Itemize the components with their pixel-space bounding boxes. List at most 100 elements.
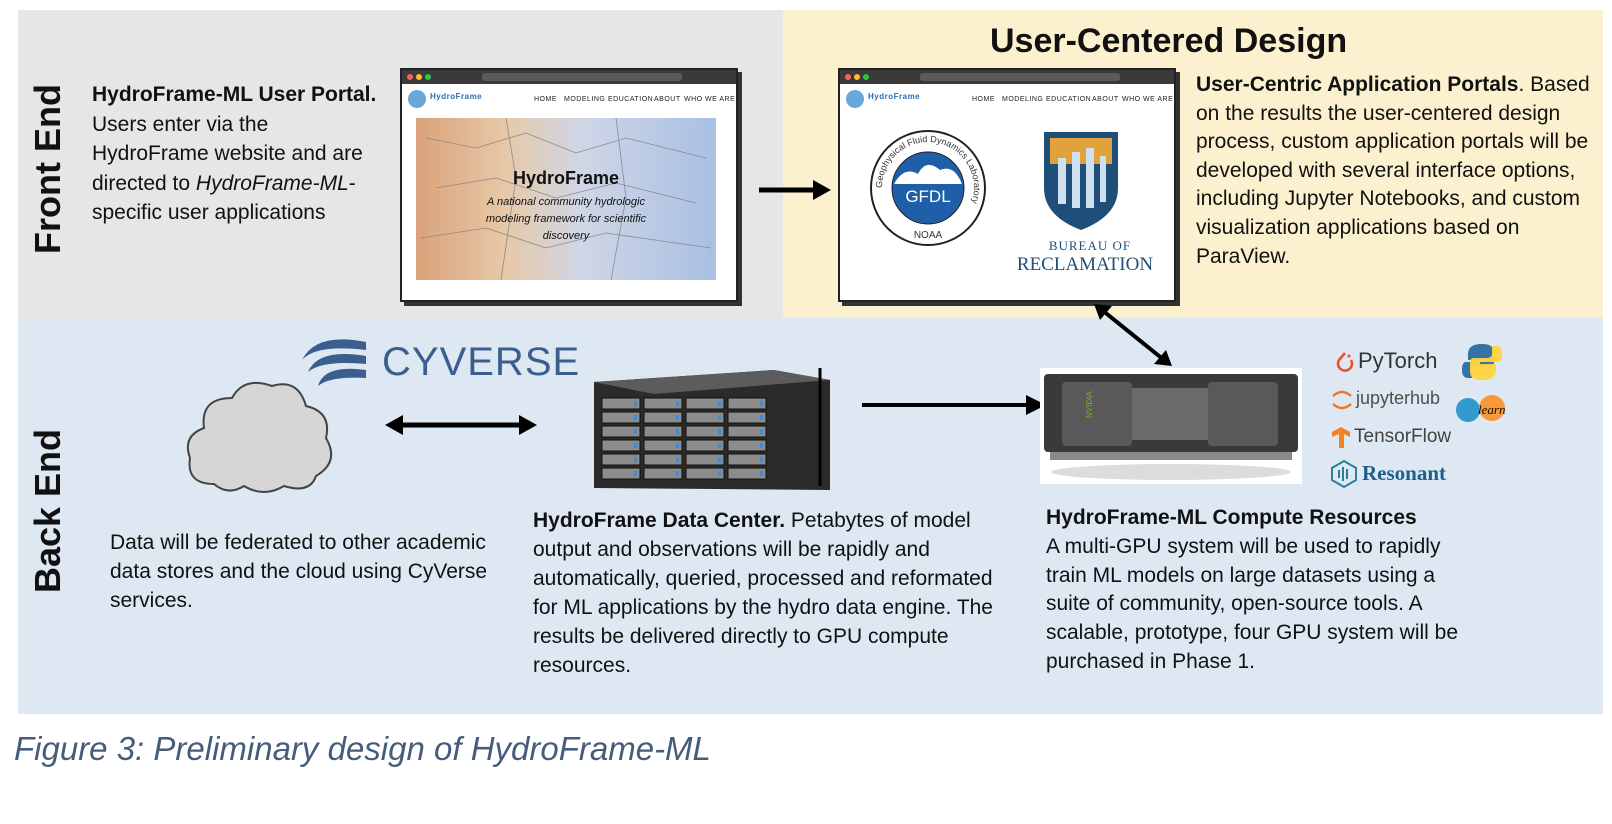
map-boundaries bbox=[420, 118, 712, 280]
portal-description: HydroFrame-ML User Portal. Users enter v… bbox=[92, 80, 377, 228]
drive-led bbox=[634, 415, 637, 420]
figure-caption: Figure 3: Preliminary design of HydroFra… bbox=[14, 730, 711, 767]
hero-subtitle: A national community hydrologic modeling… bbox=[485, 196, 647, 242]
bureau-line1: BUREAU OF bbox=[1048, 238, 1132, 253]
datacenter-title: HydroFrame Data Center. bbox=[533, 509, 786, 532]
bureau-shield-icon bbox=[1044, 132, 1118, 230]
back-end-label: Back End bbox=[27, 428, 68, 594]
resonant-label: Resonant bbox=[1362, 461, 1447, 485]
drive-bay bbox=[685, 439, 725, 452]
front-end-label: Front End bbox=[27, 84, 68, 254]
portal-nav-home: HOME bbox=[972, 96, 995, 103]
drive-led bbox=[718, 443, 721, 448]
jupyterhub-text: jupyterhub bbox=[1356, 388, 1441, 408]
drive-led bbox=[634, 471, 637, 476]
gfdl-noaa-seal: Geophysical Fluid Dynamics Laboratory GF… bbox=[870, 130, 986, 246]
drive-bay bbox=[727, 453, 767, 466]
application-portal-screenshot: HydroFrame HOME MODELING EDUCATION ABOUT… bbox=[838, 68, 1176, 302]
drive-bay bbox=[601, 453, 641, 466]
drive-bay bbox=[727, 397, 767, 410]
drive-led bbox=[634, 429, 637, 434]
portals-title: User-Centric Application Portals bbox=[1196, 73, 1519, 96]
hero-title: HydroFrame bbox=[512, 168, 620, 188]
drive-bay bbox=[685, 397, 725, 410]
drive-bay bbox=[643, 453, 683, 466]
drive-led bbox=[676, 415, 679, 420]
pytorch-label: PyTorch bbox=[1358, 348, 1438, 373]
drive-bay bbox=[643, 467, 683, 480]
drive-bay bbox=[685, 467, 725, 480]
drive-led bbox=[760, 457, 763, 462]
arrow-cloud-datacenter bbox=[385, 415, 537, 435]
drive-led bbox=[676, 443, 679, 448]
tensorflow-label: TensorFlow bbox=[1354, 426, 1452, 447]
drive-led bbox=[760, 443, 763, 448]
bureau-line2: RECLAMATION bbox=[1016, 254, 1154, 275]
portal-text-2: -specific user applications bbox=[92, 171, 356, 225]
hero-map: HydroFrame A national community hydrolog… bbox=[416, 118, 716, 280]
website-brand: HydroFrame bbox=[430, 92, 483, 101]
drive-bay bbox=[727, 439, 767, 452]
hydroframe-website-screenshot: HydroFrame HOME MODELING EDUCATION ABOUT… bbox=[400, 68, 738, 302]
compute-description: HydroFrame-ML Compute Resources A multi-G… bbox=[1046, 504, 1466, 677]
drive-led bbox=[634, 401, 637, 406]
drive-led bbox=[634, 457, 637, 462]
drive-bay bbox=[601, 425, 641, 438]
website-navbar: HydroFrame HOME MODELING EDUCATION ABOUT… bbox=[402, 84, 736, 116]
drive-bay bbox=[601, 397, 641, 410]
drive-led bbox=[718, 401, 721, 406]
ucd-heading: User-Centered Design bbox=[990, 22, 1348, 60]
learn-label: learn bbox=[1478, 402, 1506, 417]
portal-nav-modeling: MODELING bbox=[1002, 96, 1044, 103]
drive-bay bbox=[727, 411, 767, 424]
drive-led bbox=[718, 429, 721, 434]
drive-bay bbox=[601, 439, 641, 452]
portal-nav-about: ABOUT bbox=[1092, 96, 1119, 103]
compute-title: HydroFrame-ML Compute Resources bbox=[1046, 506, 1417, 529]
drive-led bbox=[760, 415, 763, 420]
arrow-website-to-portals bbox=[759, 180, 831, 200]
hydroframe-drop-icon bbox=[408, 90, 426, 108]
drive-bay bbox=[643, 425, 683, 438]
drive-led bbox=[718, 457, 721, 462]
jupyter-icon bbox=[1332, 390, 1352, 410]
gpu-system-image: NVIDIA bbox=[1040, 368, 1302, 484]
portals-description: User-Centric Application Portals. Based … bbox=[1196, 71, 1591, 271]
scikit-learn-icon bbox=[1456, 395, 1505, 422]
drive-bay bbox=[685, 425, 725, 438]
portal-title: HydroFrame-ML User Portal. bbox=[92, 83, 377, 106]
drive-bay bbox=[601, 467, 641, 480]
drive-led bbox=[676, 429, 679, 434]
drive-led bbox=[676, 457, 679, 462]
nav-about: ABOUT bbox=[654, 96, 681, 103]
arrow-datacenter-to-gpu bbox=[862, 395, 1046, 415]
drive-led bbox=[676, 471, 679, 476]
datacenter-description: HydroFrame Data Center. Petabytes of mod… bbox=[533, 506, 993, 680]
portal-text-1: Users enter via the HydroFrame website a… bbox=[92, 112, 363, 195]
python-icon bbox=[1462, 344, 1502, 380]
gfdl-bottom-text: NOAA bbox=[914, 230, 943, 241]
drive-bay bbox=[727, 467, 767, 480]
drive-led bbox=[760, 401, 763, 406]
drive-led bbox=[760, 429, 763, 434]
drive-led bbox=[634, 443, 637, 448]
drive-bay bbox=[685, 453, 725, 466]
drive-bay bbox=[685, 411, 725, 424]
nvidia-logo-text: NVIDIA bbox=[1085, 391, 1094, 418]
drive-bay bbox=[601, 411, 641, 424]
hydroframe-drop-icon-2 bbox=[846, 90, 864, 108]
datacenter-text: Petabytes of model output and observatio… bbox=[533, 509, 993, 677]
portal-brand: HydroFrame bbox=[868, 92, 921, 101]
cyverse-swoosh-icon bbox=[302, 339, 366, 386]
jupyterhub-label: jupyterhub bbox=[1356, 388, 1440, 409]
portal-nav-who-we-are: WHO WE ARE bbox=[1122, 96, 1174, 103]
drive-bay bbox=[643, 411, 683, 424]
arrow-portals-gpu bbox=[1094, 304, 1172, 366]
portal-nav-education: EDUCATION bbox=[1046, 96, 1092, 103]
drive-led bbox=[676, 401, 679, 406]
nav-modeling: MODELING bbox=[564, 96, 606, 103]
drive-led bbox=[718, 415, 721, 420]
drive-led bbox=[718, 471, 721, 476]
drive-bay bbox=[643, 397, 683, 410]
compute-text: A multi-GPU system will be used to rapid… bbox=[1046, 534, 1459, 673]
